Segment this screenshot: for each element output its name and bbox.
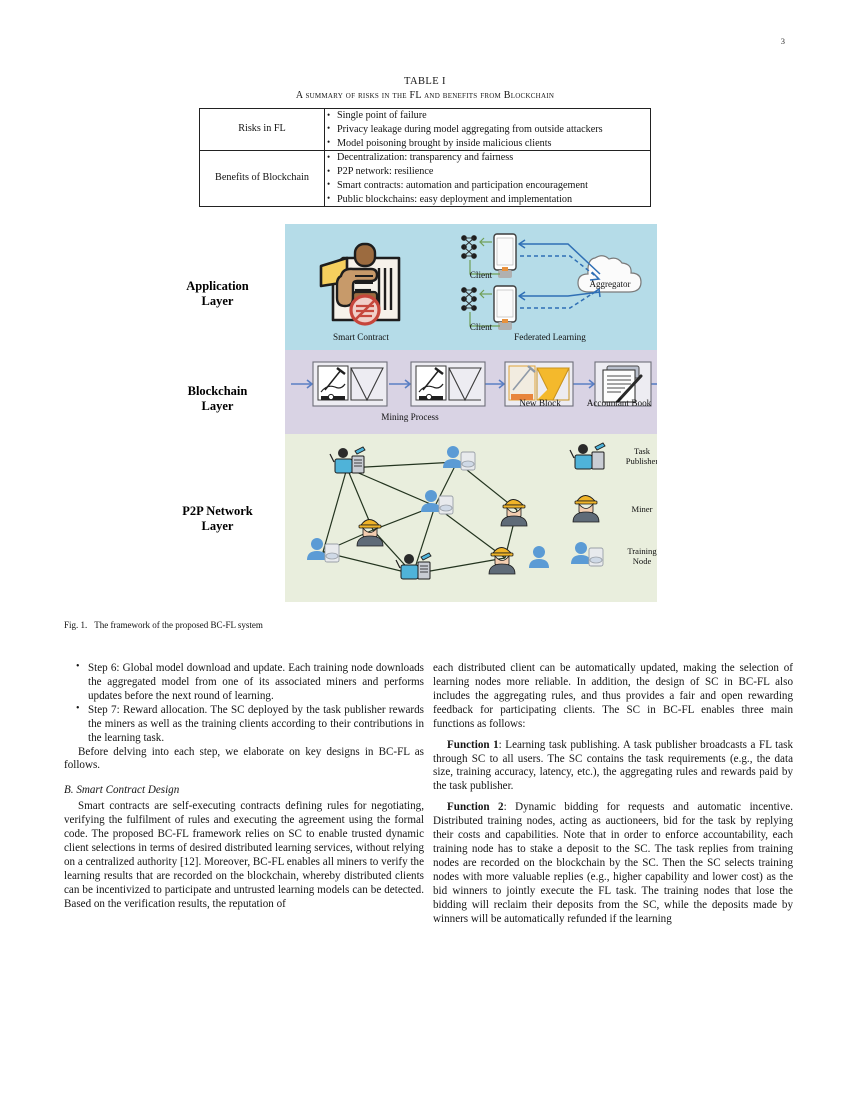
aggregator-label: Aggregator xyxy=(590,279,631,289)
table-caption-title: A summary of risks in the FL and benefit… xyxy=(295,90,555,101)
legend-line: Task xyxy=(633,446,651,456)
section-heading-smart-contract-design: B. Smart Contract Design xyxy=(64,784,180,797)
paragraph-smart-contract: Smart contracts are self-executing contr… xyxy=(64,800,424,910)
mining-block-1 xyxy=(312,361,388,407)
layer-label-line: Layer xyxy=(201,294,234,309)
miner-node-3 xyxy=(488,547,516,575)
list-item: Smart contracts: automation and particip… xyxy=(327,178,650,193)
table-caption-number: TABLE I xyxy=(404,76,446,87)
layer-label-column: Application Layer Blockchain Layer P2P N… xyxy=(150,224,285,602)
layer-label-application: Application Layer xyxy=(150,279,285,310)
paragraph-continued: each distributed client can be automatic… xyxy=(433,662,793,730)
application-layer-band: Aggregator Smart Contract Federated Lear… xyxy=(285,224,657,350)
blockchain-layer-band: Mining Process New Block Accountant Book xyxy=(285,350,657,434)
miner-node-1 xyxy=(356,519,384,547)
layer-label-line: Blockchain xyxy=(187,384,248,398)
layer-label-line: Layer xyxy=(201,519,234,534)
task-publisher-node-2 xyxy=(395,552,432,580)
client-node-1 xyxy=(493,233,517,278)
client-link-2 xyxy=(469,289,500,327)
training-node-3 xyxy=(307,538,340,563)
framework-figure: Application Layer Blockchain Layer P2P N… xyxy=(0,224,850,624)
layer-label-line: Layer xyxy=(201,399,234,414)
mining-block-2 xyxy=(410,361,486,407)
mining-process-caption: Mining Process xyxy=(381,412,439,422)
table-row: Risks in FL Single point of failure Priv… xyxy=(199,107,651,152)
client-link-1 xyxy=(469,237,500,275)
federated-learning-diagram: Aggregator xyxy=(461,233,642,330)
list-item: P2P network: resilience xyxy=(327,165,650,179)
client-label-1: Client xyxy=(469,270,493,280)
list-item: Privacy leakage during model aggregating… xyxy=(327,122,650,137)
body-column-right: each distributed client can be automatic… xyxy=(433,662,793,927)
legend-line: Publisher xyxy=(625,456,657,467)
paragraph-function-2: Function 2: Dynamic bidding for requests… xyxy=(433,801,793,926)
layer-label-line: P2P Network xyxy=(182,504,253,518)
p2p-layer-band: Task Publisher Miner Training Node xyxy=(285,434,657,602)
layer-label-line: Application xyxy=(186,279,249,293)
table-row-header: Benefits of Blockchain xyxy=(199,150,325,208)
layer-label-blockchain: Blockchain Layer xyxy=(150,384,285,415)
function-1-text: : Learning task publishing. A task publi… xyxy=(433,738,793,793)
federated-learning-caption: Federated Learning xyxy=(514,332,586,342)
paragraph-spacer xyxy=(433,732,793,739)
list-item: Public blockchains: easy deployment and … xyxy=(327,192,650,207)
body-column-left: Step 6: Global model download and update… xyxy=(64,661,424,912)
page-number: 3 xyxy=(780,36,785,46)
fl-arrows xyxy=(518,239,601,309)
client-label-2: Client xyxy=(469,322,493,332)
risks-benefits-table: Risks in FL Single point of failure Priv… xyxy=(199,107,651,208)
list-item: Model poisoning brought by inside malici… xyxy=(327,136,650,151)
training-node-1 xyxy=(443,446,476,471)
figure-caption-text: The framework of the proposed BC-FL syst… xyxy=(94,620,263,630)
accountant-book-caption: Accountant Book xyxy=(586,398,652,408)
function-2-text: : Dynamic bidding for requests and autom… xyxy=(433,801,793,925)
legend-label-miner: Miner xyxy=(611,504,657,514)
smart-contract-icon xyxy=(319,242,401,326)
new-block xyxy=(504,361,574,407)
p2p-network-graph xyxy=(307,442,606,580)
training-node-4 xyxy=(529,546,549,568)
list-item: Decentralization: transparency and fairn… xyxy=(327,151,650,165)
list-item: Single point of failure xyxy=(327,109,650,123)
aggregator-cloud xyxy=(577,255,642,293)
legend-label-training-node: Training Node xyxy=(611,546,657,567)
legend-line: Miner xyxy=(631,504,653,514)
paragraph-before-section: Before delving into each step, we elabor… xyxy=(64,745,424,772)
legend-miner-icon xyxy=(572,495,600,523)
legend-line: Node xyxy=(632,556,652,567)
table-row: Benefits of Blockchain Decentralization:… xyxy=(199,150,651,208)
chain-arrows xyxy=(291,379,657,389)
legend-task-publisher-icon xyxy=(569,442,606,470)
network-edges xyxy=(322,461,518,575)
steps-list: Step 6: Global model download and update… xyxy=(64,661,424,746)
accountant-book-icon xyxy=(594,361,652,407)
smart-contract-caption: Smart Contract xyxy=(333,332,389,342)
miner-node-2 xyxy=(500,499,528,527)
list-item: Step 7: Reward allocation. The SC deploy… xyxy=(76,703,424,746)
client-node-2 xyxy=(493,285,517,330)
table-row-body: Single point of failure Privacy leakage … xyxy=(324,107,651,152)
figure-layer-stack: Aggregator Smart Contract Federated Lear… xyxy=(285,224,657,602)
legend-line: Training xyxy=(627,546,657,556)
new-block-caption: New Block xyxy=(519,398,561,408)
legend-label-task-publisher: Task Publisher xyxy=(611,446,657,467)
training-node-2 xyxy=(421,490,454,515)
list-item: Step 6: Global model download and update… xyxy=(76,661,424,704)
mining-process-diagram xyxy=(291,361,657,407)
function-2-label: Function 2 xyxy=(447,801,504,814)
table-block: TABLE I A summary of risks in the FL and… xyxy=(0,76,850,208)
table-row-header: Risks in FL xyxy=(199,107,325,152)
task-publisher-node-1 xyxy=(329,446,366,474)
table-row-body: Decentralization: transparency and fairn… xyxy=(324,150,651,208)
legend-training-node-icon xyxy=(571,542,604,567)
neural-net-icon-2 xyxy=(461,287,477,311)
function-1-label: Function 1 xyxy=(447,738,499,751)
figure-caption-lead: Fig. 1. xyxy=(64,620,88,630)
figure-caption: Fig. 1. The framework of the proposed BC-… xyxy=(64,620,263,630)
neural-net-icon-1 xyxy=(461,235,477,259)
paragraph-spacer xyxy=(433,794,793,801)
layer-label-p2p: P2P Network Layer xyxy=(150,504,285,535)
paragraph-function-1: Function 1: Learning task publishing. A … xyxy=(433,739,793,795)
